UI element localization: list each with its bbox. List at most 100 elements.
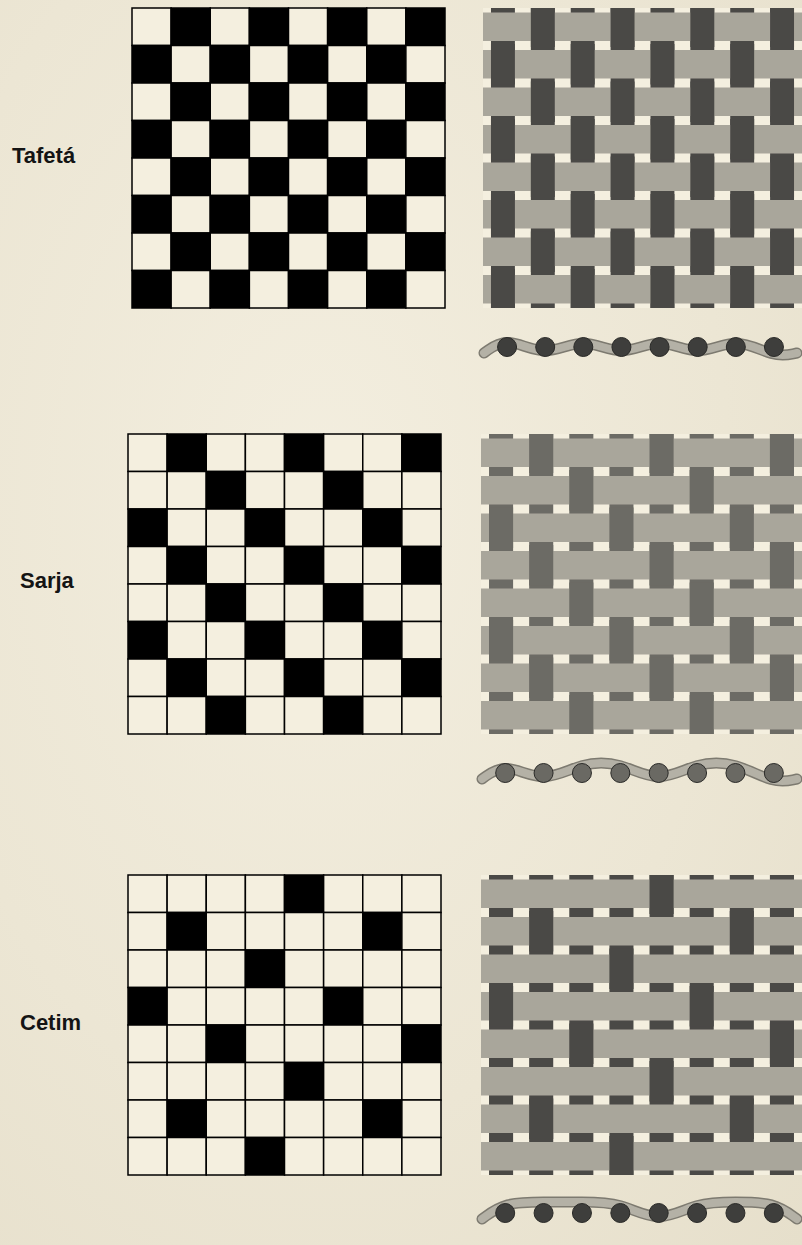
- grid-cell: [206, 547, 245, 585]
- warp-float: [569, 583, 593, 624]
- grid-cell: [289, 271, 328, 309]
- grid-cell: [206, 1100, 245, 1138]
- weave-label: Sarja: [20, 568, 74, 594]
- grid-cell: [245, 1063, 284, 1101]
- grid-cell: [324, 875, 363, 913]
- warp-float: [690, 695, 714, 734]
- grid-cell: [210, 83, 249, 121]
- grid-cell: [167, 659, 206, 697]
- warp-section: [764, 1204, 783, 1223]
- warp-section: [572, 764, 591, 783]
- grid-cell: [167, 1063, 206, 1101]
- grid-cell: [324, 988, 363, 1026]
- grid-cell: [367, 196, 406, 234]
- grid-cell: [289, 233, 328, 271]
- weft-thread: [483, 50, 802, 79]
- warp-float: [690, 583, 714, 624]
- warp-section: [726, 338, 745, 357]
- grid-cell: [402, 472, 441, 510]
- grid-cell: [245, 622, 284, 660]
- grid-cell: [289, 8, 328, 46]
- grid-cell: [402, 1063, 441, 1101]
- warp-section: [498, 338, 517, 357]
- grid-cell: [132, 271, 171, 309]
- grid-cell: [210, 196, 249, 234]
- warp-float: [571, 194, 595, 235]
- grid-cell: [171, 83, 210, 121]
- warp-section: [612, 338, 631, 357]
- grid-cell: [328, 158, 367, 196]
- grid-cell: [402, 622, 441, 660]
- weave-grid: [128, 875, 441, 1175]
- grid-cell: [363, 1138, 402, 1176]
- grid-cell: [206, 509, 245, 547]
- grid-cell: [363, 472, 402, 510]
- grid-cell: [167, 913, 206, 951]
- warp-float: [690, 986, 714, 1027]
- grid-cell: [167, 622, 206, 660]
- weft-wave: [482, 763, 797, 781]
- grid-cell: [285, 950, 324, 988]
- grid-cell: [245, 697, 284, 735]
- weave-fabric: [481, 875, 802, 1175]
- grid-cell: [324, 1100, 363, 1138]
- grid-cell: [285, 1025, 324, 1063]
- grid-cell: [363, 950, 402, 988]
- grid-cell: [285, 913, 324, 951]
- grid-cell: [206, 1025, 245, 1063]
- grid-cell: [132, 196, 171, 234]
- warp-float: [770, 658, 794, 699]
- grid-cell: [171, 196, 210, 234]
- grid-cell: [402, 1138, 441, 1176]
- grid-cell: [289, 46, 328, 84]
- grid-cell: [285, 622, 324, 660]
- grid-cell: [171, 233, 210, 271]
- grid-cell: [167, 875, 206, 913]
- warp-float: [611, 157, 635, 198]
- warp-float: [489, 508, 513, 549]
- weave-section: [482, 1202, 797, 1223]
- warp-section: [534, 1204, 553, 1223]
- grid-cell: [328, 196, 367, 234]
- weft-wave-edge: [482, 1202, 797, 1219]
- warp-float: [770, 157, 794, 198]
- grid-cell: [128, 1025, 167, 1063]
- warp-float: [529, 434, 553, 473]
- grid-cell: [128, 950, 167, 988]
- grid-cell: [406, 83, 445, 121]
- warp-float: [611, 232, 635, 273]
- grid-cell: [324, 434, 363, 472]
- warp-float: [770, 434, 794, 473]
- grid-cell: [285, 547, 324, 585]
- warp-float: [690, 157, 714, 198]
- grid-cell: [363, 1025, 402, 1063]
- grid-cell: [206, 1138, 245, 1176]
- grid-cell: [245, 1138, 284, 1176]
- warp-float: [529, 545, 553, 586]
- grid-cell: [328, 233, 367, 271]
- grid-cell: [324, 509, 363, 547]
- warp-section: [536, 338, 555, 357]
- warp-float: [730, 620, 754, 661]
- grid-cell: [249, 121, 288, 159]
- grid-cell: [245, 913, 284, 951]
- warp-float: [489, 986, 513, 1027]
- warp-float: [611, 82, 635, 123]
- warp-float: [770, 8, 794, 47]
- grid-cell: [128, 875, 167, 913]
- grid-cell: [249, 83, 288, 121]
- grid-cell: [363, 1100, 402, 1138]
- grid-cell: [206, 988, 245, 1026]
- grid-cell: [167, 1138, 206, 1176]
- grid-cell: [128, 697, 167, 735]
- grid-cell: [289, 121, 328, 159]
- grid-cell: [285, 988, 324, 1026]
- grid-cell: [402, 988, 441, 1026]
- grid-cell: [249, 196, 288, 234]
- weft-thread: [481, 701, 802, 730]
- grid-cell: [402, 1025, 441, 1063]
- grid-cell: [245, 509, 284, 547]
- warp-float: [491, 194, 515, 235]
- grid-cell: [406, 121, 445, 159]
- grid-cell: [249, 271, 288, 309]
